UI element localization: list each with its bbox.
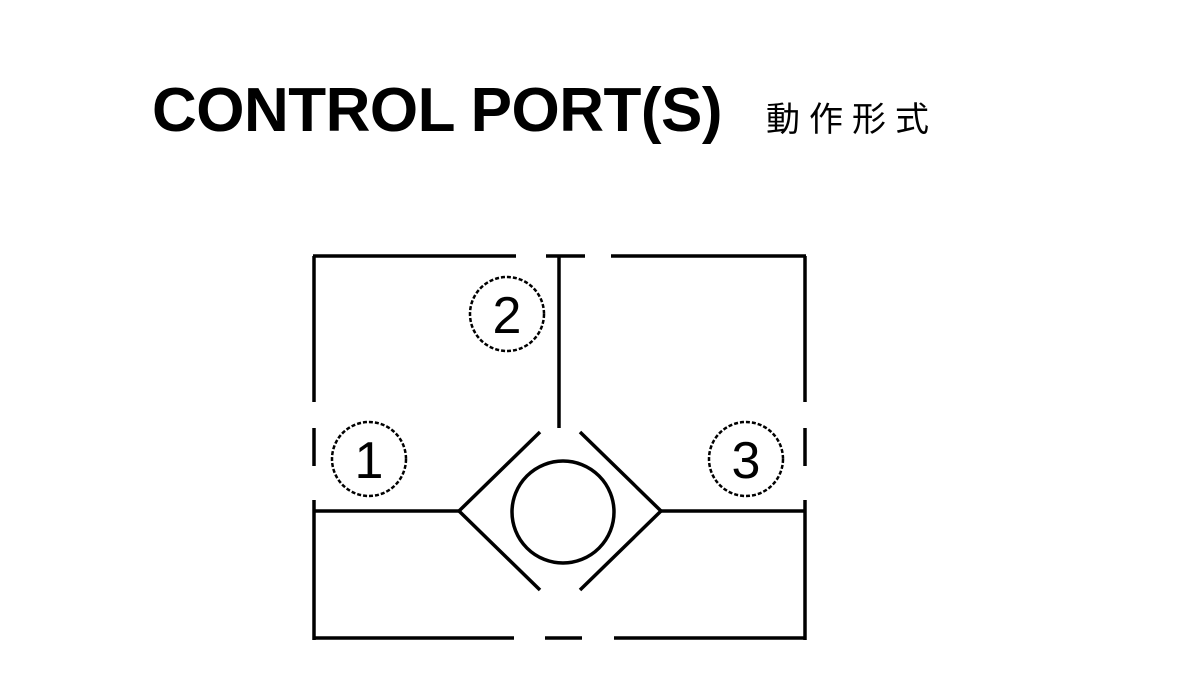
seat-upper-right — [578, 430, 663, 513]
port-3-marker — [707, 420, 785, 498]
diagram-subtitle-chinese: 動作形式 — [766, 100, 938, 140]
port-1-label: 1 — [355, 432, 384, 490]
port-1-marker — [330, 420, 408, 498]
seat-lower-right — [578, 509, 663, 592]
port-3-label: 3 — [732, 432, 761, 490]
shuttle-ball — [510, 459, 616, 565]
port-2-label: 2 — [493, 287, 522, 345]
seat-lower-left — [457, 509, 542, 592]
diagram-title: CONTROL PORT(S) — [152, 76, 723, 145]
title-row: CONTROL PORT(S) 動作形式 — [152, 80, 938, 160]
seat-upper-left — [457, 430, 542, 513]
port-2-marker — [468, 275, 546, 353]
